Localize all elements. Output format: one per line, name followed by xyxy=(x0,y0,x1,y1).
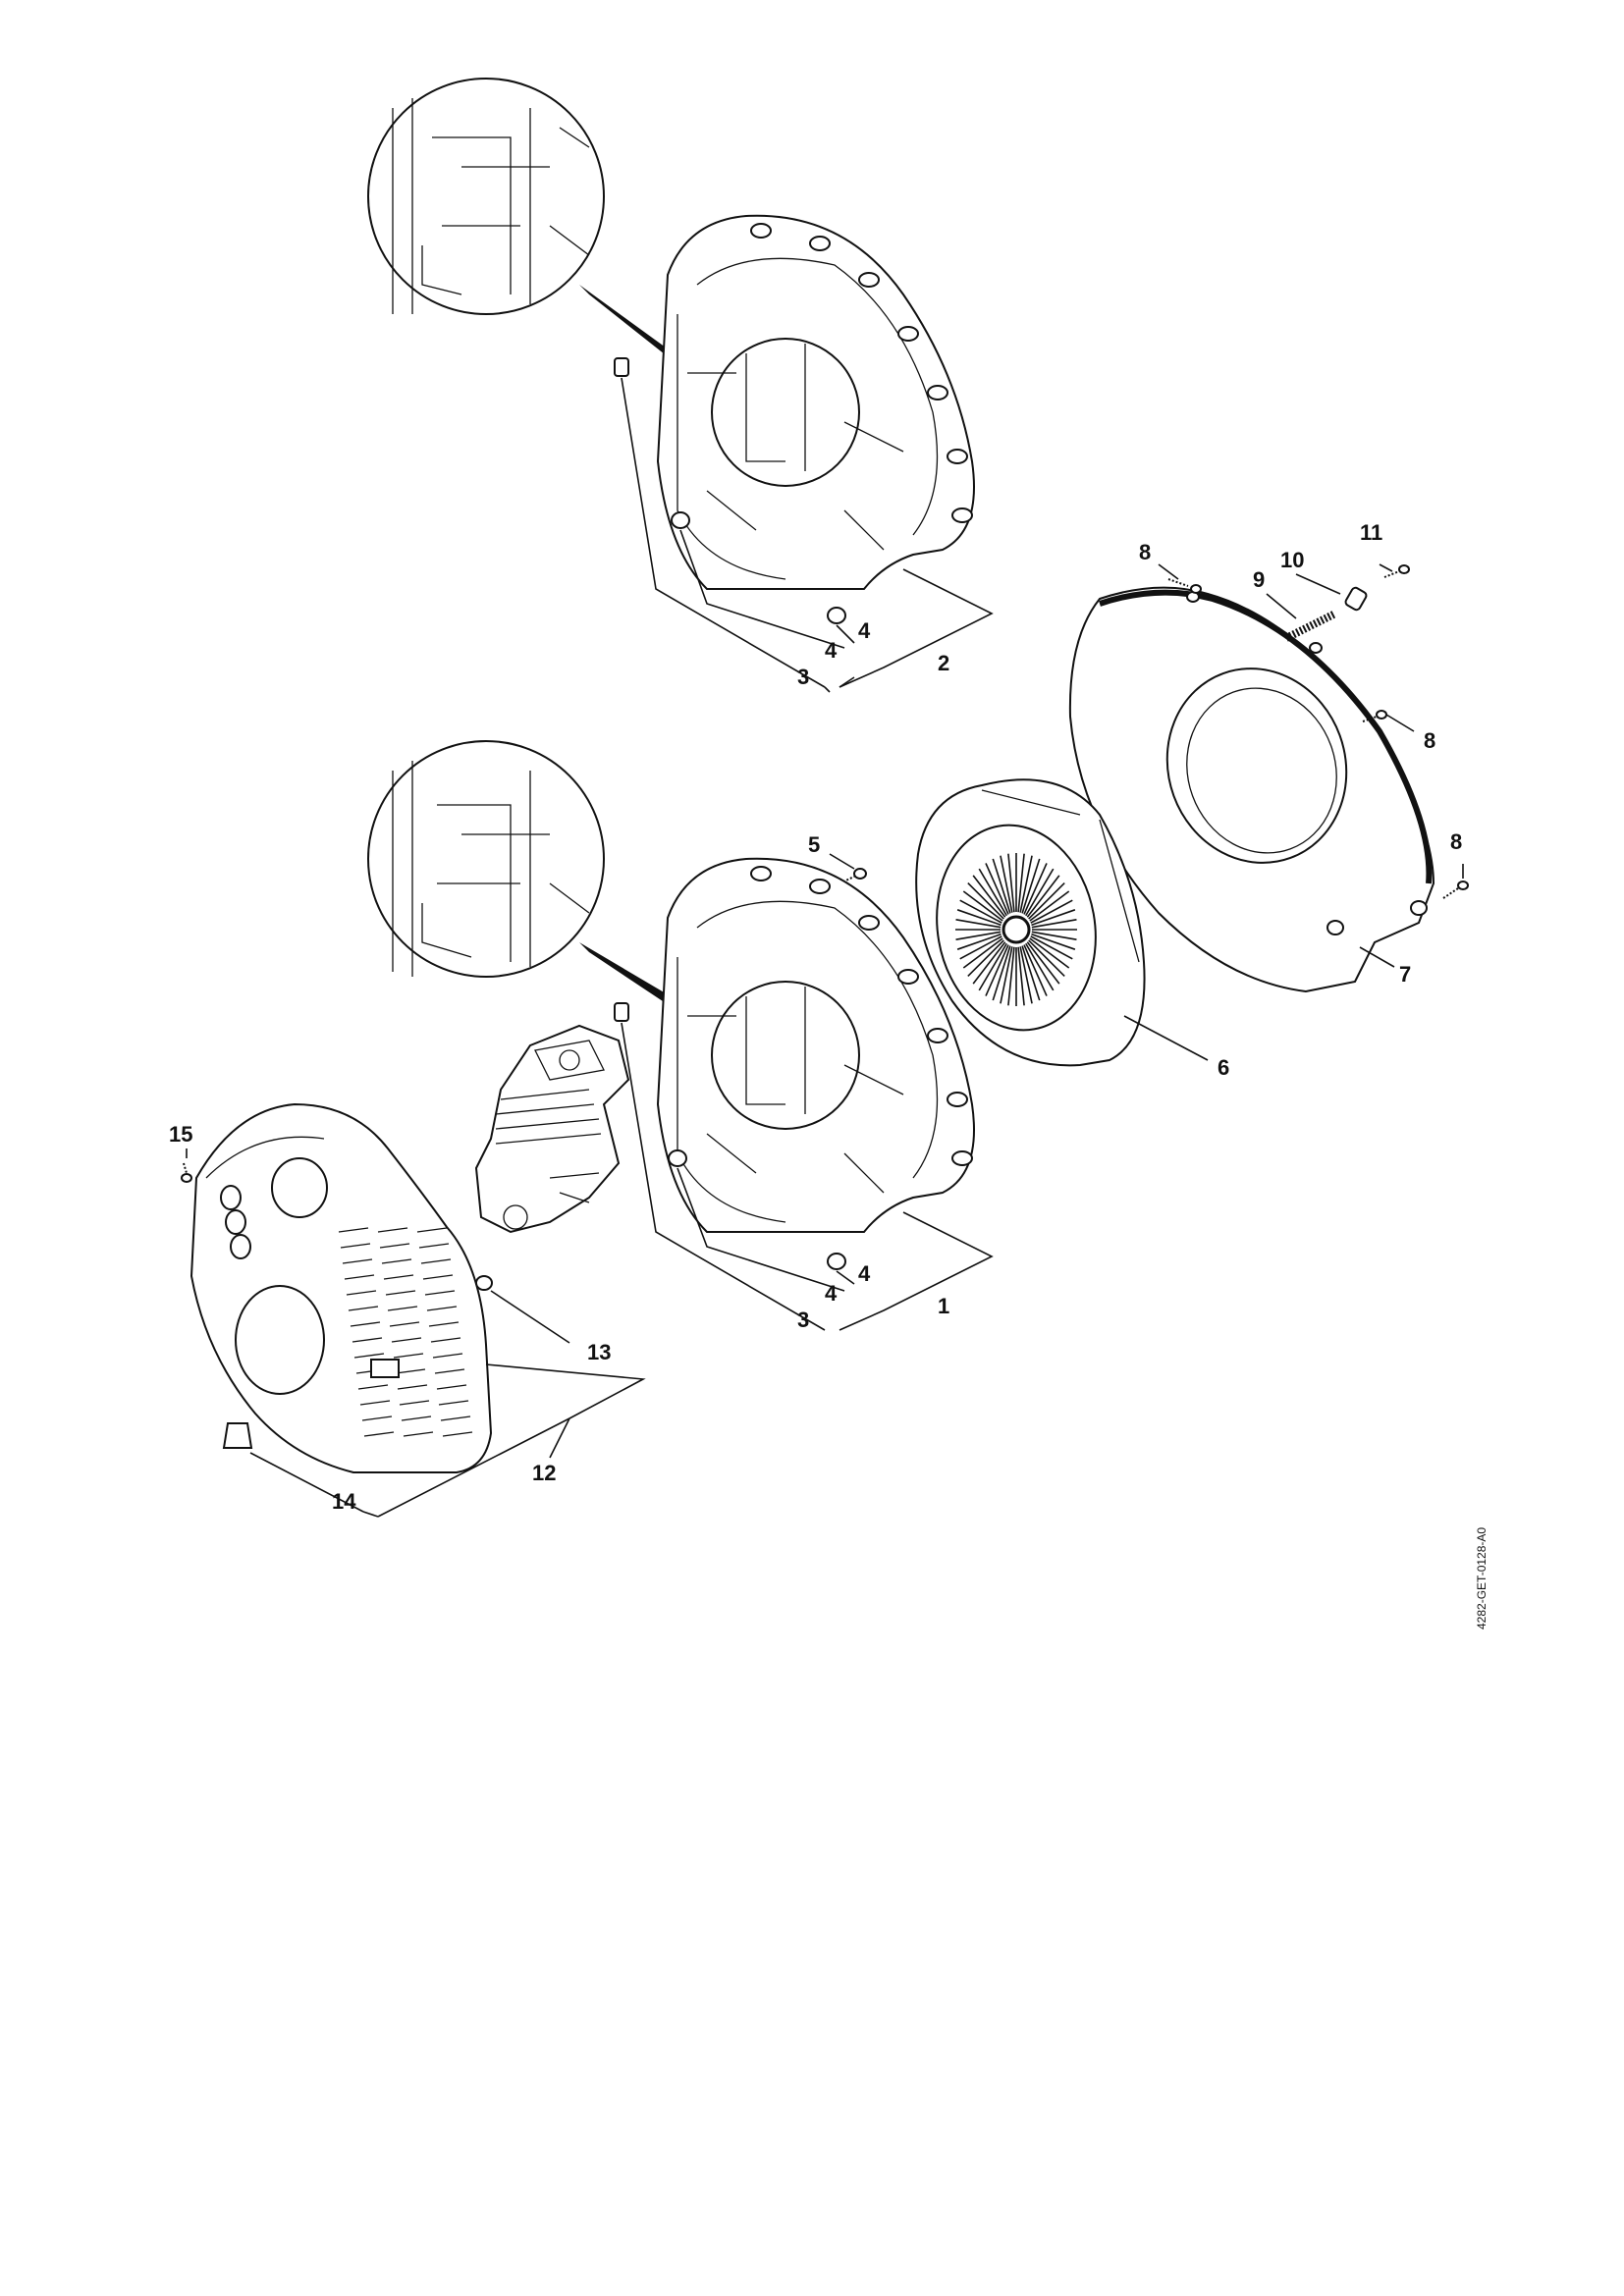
fan-housing-upper xyxy=(614,214,975,624)
leader-line-6 xyxy=(1123,1015,1209,1061)
callout-14: 14 xyxy=(332,1489,356,1514)
engine-assembly xyxy=(474,1024,630,1234)
plug-14 xyxy=(222,1422,253,1449)
callout-15: 15 xyxy=(169,1122,192,1147)
detail-magnifier-upper xyxy=(367,78,707,388)
callout-4-upper-a: 4 xyxy=(825,638,838,663)
detail-magnifier-lower xyxy=(367,740,707,1031)
nut-13 xyxy=(475,1275,493,1291)
callout-4-upper-b: 4 xyxy=(858,618,871,643)
callout-4-lower-b: 4 xyxy=(858,1261,871,1286)
callout-8-top: 8 xyxy=(1139,540,1151,564)
spring-9 xyxy=(1284,610,1337,642)
callout-12: 12 xyxy=(532,1461,556,1485)
leader-lines-shroud xyxy=(186,1148,646,1518)
callout-7: 7 xyxy=(1399,962,1411,987)
leader-lines-lower xyxy=(621,1022,994,1331)
fan-housing-lower xyxy=(614,857,975,1270)
callout-13: 13 xyxy=(587,1340,611,1364)
callout-3-lower: 3 xyxy=(797,1308,809,1332)
callout-5: 5 xyxy=(808,832,820,857)
callout-1: 1 xyxy=(938,1294,949,1318)
leader-lines-cover xyxy=(1158,563,1464,968)
callout-3-upper: 3 xyxy=(797,665,809,689)
callout-10: 10 xyxy=(1280,548,1304,572)
callout-6: 6 xyxy=(1218,1055,1229,1080)
screw-15 xyxy=(181,1162,192,1183)
screw-8-top xyxy=(1167,578,1202,594)
document-id: 4282-GET-0128-A0 xyxy=(1475,1527,1489,1629)
callout-9: 9 xyxy=(1253,567,1265,592)
callout-2: 2 xyxy=(938,651,949,675)
callout-8-right: 8 xyxy=(1424,728,1435,753)
screw-11 xyxy=(1383,564,1410,578)
callout-11: 11 xyxy=(1360,520,1382,545)
callout-4-lower-a: 4 xyxy=(825,1281,838,1306)
fan-wheel xyxy=(915,778,1146,1067)
engine-shroud xyxy=(189,1102,493,1473)
screw-5 xyxy=(839,868,867,884)
screw-8-bottom xyxy=(1442,881,1469,899)
callout-8-bottom: 8 xyxy=(1450,829,1462,854)
grommet-10 xyxy=(1344,586,1368,612)
leader-lines-upper xyxy=(621,377,994,693)
blower-cover xyxy=(1068,586,1435,993)
